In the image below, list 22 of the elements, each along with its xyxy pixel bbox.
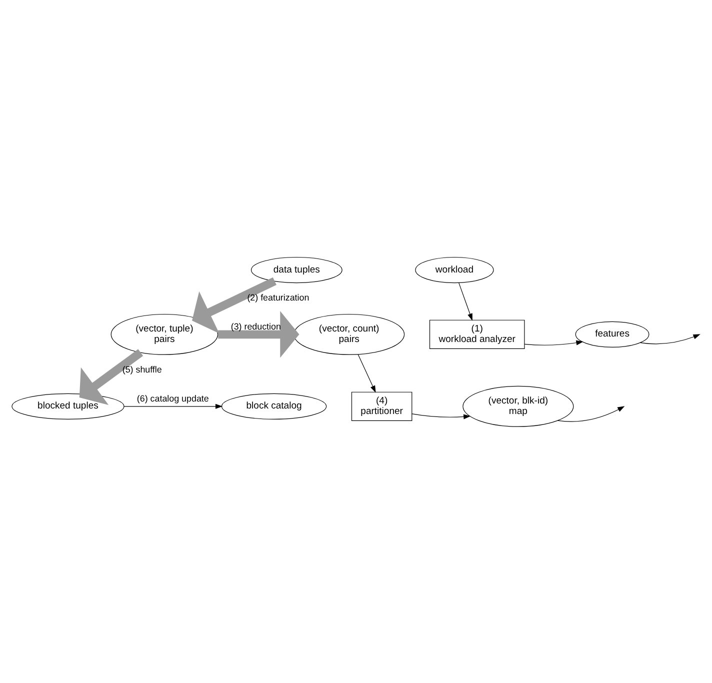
arrow — [640, 334, 700, 344]
node-ellipse: block catalog — [221, 392, 327, 419]
node-ellipse: data tuples — [250, 256, 342, 283]
edge-label: (6) catalog update — [136, 393, 209, 404]
arrow — [524, 340, 584, 345]
arrow — [458, 282, 472, 320]
arrow — [358, 354, 376, 392]
node-box: (4) partitioner — [351, 391, 412, 420]
arrow — [412, 412, 471, 419]
node-ellipse: (vector, tuple) pairs — [110, 313, 218, 354]
node-ellipse: workload — [415, 256, 494, 283]
edge-label: (5) shuffle — [122, 364, 162, 374]
arrow — [124, 403, 223, 408]
arrow — [79, 348, 144, 404]
node-box: (1) workload analyzer — [429, 319, 525, 349]
edge-label: (2) featurization — [247, 292, 310, 302]
arrow — [192, 276, 276, 333]
edge-label: (3) reduction — [230, 321, 281, 332]
arrow — [218, 310, 300, 358]
arrow — [557, 406, 625, 422]
node-ellipse: blocked tuples — [12, 392, 124, 419]
node-ellipse: (vector, count) pairs — [294, 313, 405, 354]
